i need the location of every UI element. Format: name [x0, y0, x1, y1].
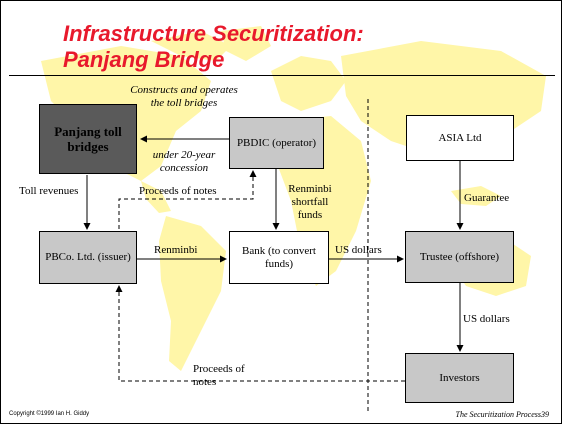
title-line-1: Infrastructure Securitization: [63, 21, 364, 46]
pbco-box: PBCo. Ltd. (issuer) [39, 231, 137, 284]
arrow-proceeds-to-pbdic [118, 170, 257, 229]
label-proceeds-bottom: Proceeds of notes [193, 363, 245, 388]
footer-page-label: The Securitization Process39 [455, 410, 549, 419]
slide-title: Infrastructure Securitization: Panjang B… [63, 21, 364, 73]
panjang-bridges-box: Panjang toll bridges [39, 104, 137, 174]
label-concession: under 20-year concession [152, 149, 216, 174]
label-renminbi: Renminbi [154, 244, 198, 256]
label-toll-revenues: Toll revenues [19, 185, 79, 197]
label-guarantee: Guarantee [464, 192, 510, 204]
bank-box: Bank (to convert funds) [229, 231, 329, 284]
title-line-2: Panjang Bridge [63, 47, 225, 72]
label-shortfall: Renminbi shortfall funds [288, 183, 332, 221]
pbdic-box: PBDIC (operator) [229, 117, 324, 169]
copyright-text: Copyright ©1999 Ian H. Giddy [9, 411, 90, 417]
label-proceeds-top: Proceeds of notes [139, 185, 217, 197]
investors-box: Investors [405, 353, 514, 403]
trustee-box: Trustee (offshore) [405, 231, 514, 283]
label-us-dollars-right: US dollars [463, 313, 510, 325]
label-us-dollars-mid: US dollars [335, 244, 382, 256]
title-underline [9, 75, 555, 76]
asia-ltd-box: ASIA Ltd [406, 115, 514, 161]
label-constructs: Constructs and operates the toll bridges [130, 84, 238, 109]
